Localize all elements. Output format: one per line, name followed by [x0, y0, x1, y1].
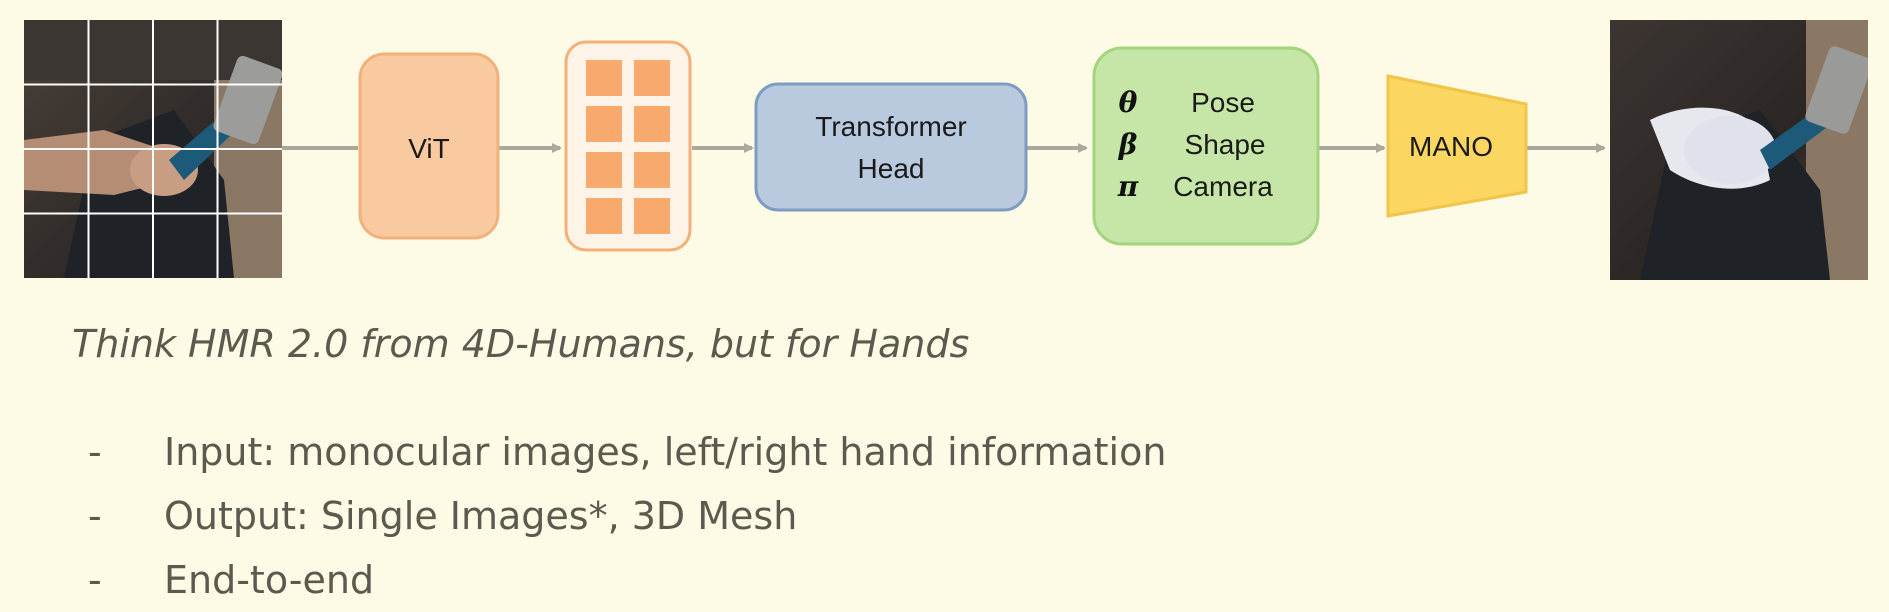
bullet-end-to-end: - End-to-end — [88, 548, 1166, 612]
token-grid-node — [564, 40, 692, 252]
bullet-text: Output: Single Images*, 3D Mesh — [164, 494, 798, 538]
token-cell — [586, 198, 622, 234]
parameters-node: θ Pose β Shape π Camera — [1092, 46, 1320, 246]
bullet-list: - Input: monocular images, left/right ha… — [88, 420, 1166, 612]
vit-node: ViT — [358, 52, 500, 240]
pi-symbol: π — [1117, 170, 1139, 203]
flow-graph: ViT Transformer Head θ — [282, 40, 1606, 252]
shape-label: Shape — [1185, 129, 1266, 160]
token-cells — [586, 60, 670, 234]
bullet-output: - Output: Single Images*, 3D Mesh — [88, 484, 1166, 548]
mano-node: MANO — [1386, 74, 1528, 218]
theta-symbol: θ — [1119, 86, 1138, 119]
caption: Think HMR 2.0 from 4D-Humans, but for Ha… — [72, 322, 970, 366]
pipeline-diagram: ViT Transformer Head θ — [0, 0, 1889, 300]
token-cell — [586, 106, 622, 142]
mano-label: MANO — [1409, 131, 1493, 162]
bullet-input: - Input: monocular images, left/right ha… — [88, 420, 1166, 484]
token-cell — [634, 60, 670, 96]
transformer-head-node: Transformer Head — [754, 82, 1028, 212]
token-cell — [634, 106, 670, 142]
bullet-marker: - — [88, 558, 102, 602]
token-cell — [586, 152, 622, 188]
transformer-label-line2: Head — [858, 153, 925, 184]
pose-label: Pose — [1191, 87, 1255, 118]
transformer-label-line1: Transformer — [815, 111, 966, 142]
bullet-marker: - — [88, 430, 102, 474]
camera-label: Camera — [1173, 171, 1273, 202]
token-cell — [586, 60, 622, 96]
vit-label: ViT — [408, 133, 450, 164]
bullet-text: End-to-end — [164, 558, 375, 602]
bullet-marker: - — [88, 494, 102, 538]
bullet-text: Input: monocular images, left/right hand… — [164, 430, 1167, 474]
beta-symbol: β — [1118, 128, 1138, 161]
token-cell — [634, 152, 670, 188]
output-mesh-image — [1610, 20, 1873, 280]
input-hand-image — [24, 20, 283, 278]
token-cell — [634, 198, 670, 234]
